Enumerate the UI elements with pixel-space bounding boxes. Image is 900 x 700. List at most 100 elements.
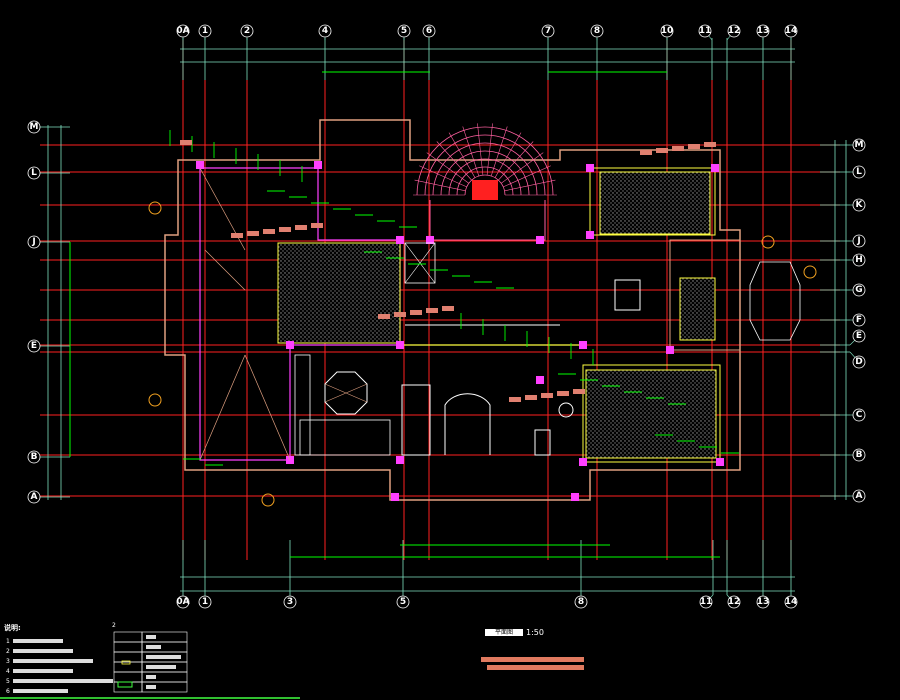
axis-bubble-circle <box>27 450 41 464</box>
axis-bubble: B <box>27 450 41 464</box>
axis-bubble: C <box>850 408 866 422</box>
axis-bubble: 0A <box>176 595 190 609</box>
axis-bubble-label: M <box>855 140 864 150</box>
axis-bubble-label: 1 <box>202 597 208 607</box>
axis-bubble-circle <box>852 408 866 422</box>
index-symbol <box>148 201 162 215</box>
axis-bubble: 7 <box>541 24 555 40</box>
axis-bubble-label: C <box>856 410 863 420</box>
axis-bubble: B <box>850 448 866 462</box>
legend-cell <box>113 641 143 653</box>
axis-bubble-label: 11 <box>699 26 712 36</box>
note-item: 3 <box>6 656 113 666</box>
note-number: 2 <box>6 647 10 655</box>
axis-bubble-label: M <box>30 122 39 132</box>
stair-tread <box>477 123 484 176</box>
axis-bubble: 4 <box>318 24 332 40</box>
room-tag <box>378 314 390 319</box>
spiral-stair <box>413 123 557 241</box>
axis-bubble: 11 <box>699 594 714 609</box>
axis-bubble: 13 <box>756 595 770 609</box>
stair-tread <box>414 179 466 192</box>
stair-arc <box>416 126 554 196</box>
axis-bubble-label: 13 <box>757 26 770 36</box>
column <box>586 231 594 239</box>
axis-bubble-label: 13 <box>757 597 770 607</box>
axis-bubble-circle <box>727 24 741 38</box>
axis-bubble: L <box>27 166 41 180</box>
axis-bubble: H <box>850 253 866 267</box>
column <box>196 161 204 169</box>
hatched-floor-area <box>599 171 711 235</box>
stair-tread <box>501 152 544 184</box>
axis-bubble-label: 12 <box>728 26 741 36</box>
legend-text-block <box>146 635 156 639</box>
room-tag <box>394 312 406 317</box>
legend-table <box>0 631 300 699</box>
title-underline-2 <box>487 665 584 670</box>
note-number: 4 <box>6 667 10 675</box>
note-item: 1 <box>6 636 113 646</box>
axis-bubble-label: F <box>856 315 862 325</box>
legend-number: 2 <box>112 622 116 629</box>
axis-bubble-circle <box>852 448 866 462</box>
note-text-block <box>12 639 63 643</box>
room-tag <box>573 389 585 394</box>
roof-line <box>244 354 291 461</box>
room-tag <box>180 140 192 145</box>
axis-bubble-label: 8 <box>594 26 600 36</box>
note-text-block <box>12 679 113 683</box>
room-tag <box>426 308 438 313</box>
axis-bubble: 8 <box>574 595 588 609</box>
column <box>579 458 587 466</box>
axis-bubble-circle <box>852 165 866 179</box>
stair-tread <box>490 126 508 177</box>
dimension-lines <box>38 38 850 595</box>
axis-bubble: 5 <box>396 595 410 609</box>
axis-bubble-circle <box>852 313 866 327</box>
room-tag <box>410 310 422 315</box>
axis-bubble: F <box>850 313 866 327</box>
axis-bubble-circle <box>176 595 190 609</box>
axis-bubble-label: E <box>856 331 862 341</box>
hatched-floor-area <box>585 369 717 459</box>
column <box>396 341 404 349</box>
note-item: 4 <box>6 666 113 676</box>
axis-bubble-circle <box>318 24 332 38</box>
axis-bubble-circle <box>27 120 41 134</box>
legend-cell <box>141 681 188 693</box>
axis-bubble-circle <box>852 234 866 248</box>
axis-bubble-label: L <box>31 168 37 178</box>
room-tag <box>672 146 684 151</box>
note-text-block <box>12 669 73 673</box>
stair-arc <box>424 134 546 196</box>
note-text-block <box>12 689 68 693</box>
elevator-cross <box>404 242 436 284</box>
axis-bubble-label: 3 <box>287 597 293 607</box>
column <box>716 458 724 466</box>
stair-arc <box>448 158 522 196</box>
octagon-cross <box>324 383 368 403</box>
column <box>314 161 322 169</box>
notes-heading: 说明: <box>4 624 21 632</box>
room-tag <box>509 397 521 402</box>
room-tag <box>640 150 652 155</box>
bay-window <box>749 261 801 341</box>
stair-tread <box>486 123 493 176</box>
axis-bubble: A <box>27 490 41 504</box>
note-number: 3 <box>6 657 10 665</box>
axis-bubble-circle <box>852 355 866 369</box>
axis-bubble: M <box>27 120 41 134</box>
axis-bubble-circle <box>852 283 866 297</box>
column <box>579 341 587 349</box>
note-item: 2 <box>6 646 113 656</box>
stair-arc <box>432 142 538 196</box>
room-tag <box>311 223 323 228</box>
column <box>536 236 544 244</box>
axis-bubble-circle <box>176 24 190 38</box>
room-tag <box>295 225 307 230</box>
